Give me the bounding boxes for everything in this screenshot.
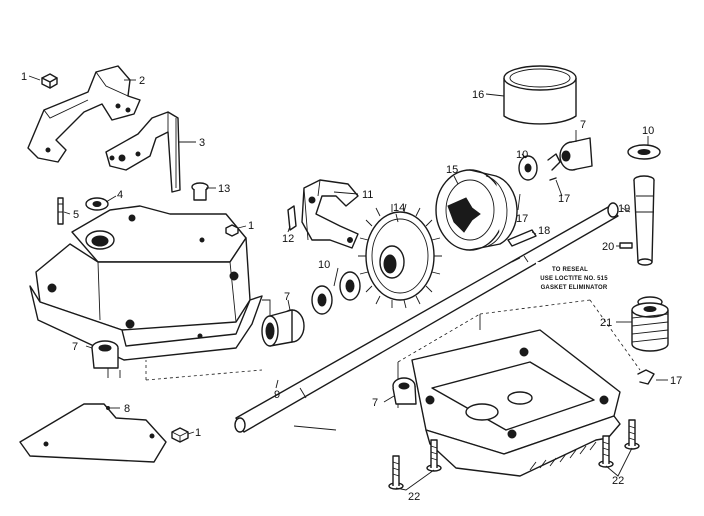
part-10-washer-right (518, 155, 538, 181)
callout-1-bottom: 1 (195, 427, 201, 439)
part-7-bushing-top (559, 137, 593, 171)
part-21-worm (631, 296, 669, 352)
part-7-bushing-shaft (261, 309, 305, 347)
part-2-bracket (27, 65, 141, 163)
callout-22-right: 22 (612, 475, 624, 487)
screw-b (426, 439, 442, 472)
part-22-screws (388, 419, 640, 490)
loose-line (293, 425, 337, 431)
callout-7-low: 7 (372, 397, 378, 409)
callout-1-mid: 1 (248, 220, 254, 232)
part-15-clutch-collar (435, 169, 518, 251)
callout-17-top: 17 (558, 193, 570, 205)
callout-12: 12 (282, 233, 294, 245)
note-line-3: GASKET ELIMINATOR (541, 285, 608, 291)
upper-housing-cover (29, 205, 271, 381)
callout-15: 15 (446, 164, 458, 176)
callout-8: 8 (124, 403, 130, 415)
callout-21: 21 (600, 317, 612, 329)
part-7-bushing-left (91, 340, 121, 378)
callout-2: 2 (139, 75, 145, 87)
callout-3: 3 (199, 137, 205, 149)
part-13-plug (191, 182, 209, 201)
callout-5: 5 (73, 209, 79, 221)
part-18-key (507, 229, 537, 247)
part-1-nut-bottom (171, 427, 189, 443)
callout-9: 9 (274, 389, 280, 401)
callout-13: 13 (218, 183, 230, 195)
part-11-shift-fork (301, 179, 359, 249)
part-1-nut-top (41, 73, 58, 89)
part-4-washer (85, 197, 109, 211)
part-1-screw-mid (225, 224, 239, 237)
callout-17-low: 17 (670, 375, 682, 387)
callout-numbers: 1 2 3 4 5 13 1 7 8 1 11 12 14 15 16 10 7… (21, 71, 682, 503)
screw-c (598, 435, 614, 468)
part-7-bushing-low (392, 377, 417, 405)
part-20-pin (619, 242, 633, 249)
callout-1-top: 1 (21, 71, 27, 83)
part-16-cup (503, 65, 577, 125)
reseal-note: TO RESEAL USE LOCTITE NO. 515 GASKET ELI… (536, 262, 610, 294)
lower-housing-case (397, 299, 641, 477)
part-5-pin (57, 197, 64, 225)
note-line-2: USE LOCTITE NO. 515 (540, 276, 608, 282)
callout-16: 16 (472, 89, 484, 101)
callout-7-shaft: 7 (284, 291, 290, 303)
callout-7-top: 7 (580, 119, 586, 131)
part-17-retaining-ring-top (547, 153, 561, 181)
callout-10-left: 10 (318, 259, 330, 271)
screw-a (388, 455, 404, 490)
part-12-key (287, 205, 297, 231)
screw-d (624, 419, 640, 450)
callout-10-mid: 10 (516, 149, 528, 161)
callout-18: 18 (538, 225, 550, 237)
part-8-gasket (19, 403, 167, 463)
part-10-washer-top-right (627, 144, 661, 160)
part-9-main-shaft (234, 202, 619, 433)
callout-11: 11 (362, 189, 373, 201)
callout-10-right: 10 (642, 125, 654, 137)
part-14-spur-gear (358, 203, 442, 309)
callout-4: 4 (117, 189, 123, 201)
callout-14: 14 (393, 202, 405, 214)
part-19-output-shaft (633, 175, 655, 266)
callout-19: 19 (618, 203, 630, 215)
callout-20: 20 (602, 241, 614, 253)
leader-lines (28, 75, 668, 491)
callout-7-left: 7 (72, 341, 78, 353)
part-17-retaining-ring-low (637, 369, 655, 385)
part-10-washers-left (311, 271, 361, 315)
callout-22-left: 22 (408, 491, 420, 503)
callout-17-mid: 17 (516, 213, 528, 225)
part-3-shift-arm (105, 111, 181, 193)
note-line-1: TO RESEAL (552, 267, 588, 273)
